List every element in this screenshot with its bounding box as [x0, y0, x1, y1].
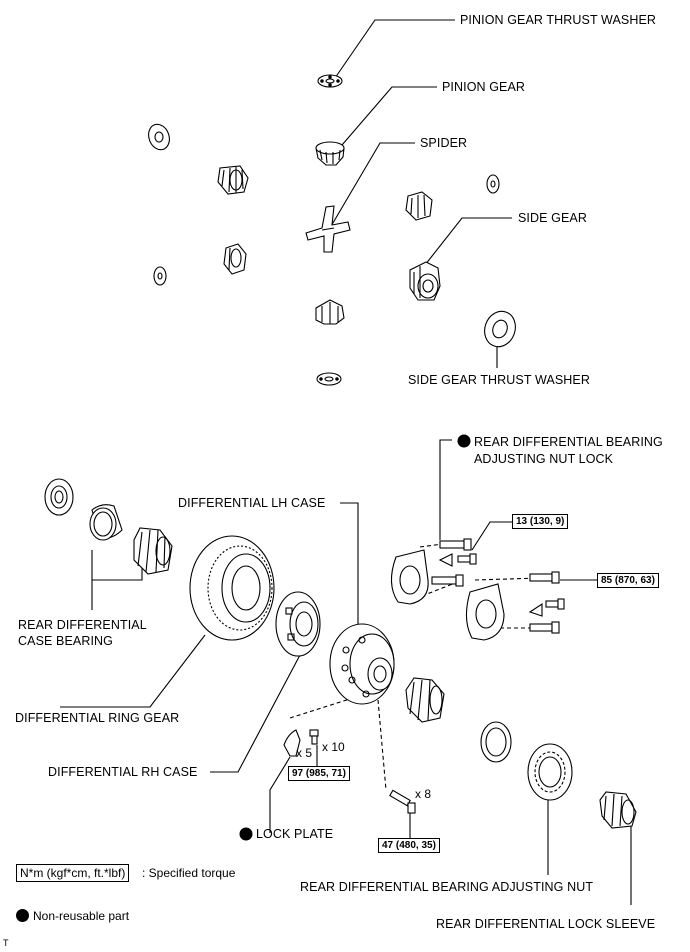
leader-pinion-gear	[341, 86, 437, 146]
label-differential-rh-case: DIFFERENTIAL RH CASE	[48, 765, 198, 779]
bolt-cap-3	[529, 571, 560, 584]
label-pinion-gear: PINION GEAR	[442, 80, 526, 94]
pinion-gear-right	[405, 191, 433, 221]
qty-x8: x 8	[415, 787, 432, 801]
case-bearing-cup-lower	[480, 721, 512, 763]
side-gear-thrust-washer	[484, 310, 516, 348]
label-side-gear: SIDE GEAR	[518, 211, 587, 225]
pinion-gear-bottom	[315, 299, 345, 325]
side-thrust-washer-left	[153, 266, 167, 286]
pinion-gear-left	[217, 165, 249, 195]
bolt-cap-2	[431, 574, 464, 587]
corner-mark: T	[3, 938, 9, 948]
torque-85: 85 (870, 63)	[597, 573, 659, 588]
legend-dot-icon	[16, 909, 29, 922]
case-bolt	[389, 789, 416, 814]
label-case-bearing: REAR DIFFERENTIAL	[18, 618, 147, 632]
lock-sleeve	[599, 791, 637, 829]
leader-case-bearing	[91, 560, 143, 610]
lh-case	[329, 623, 395, 705]
pinion-thrust-washer-bottom	[316, 372, 342, 386]
rh-case	[275, 591, 321, 657]
legend-torque-text: : Specified torque	[142, 866, 236, 880]
pinion-thrust-washer-left	[148, 123, 170, 151]
bearing-cap-right	[465, 583, 505, 641]
case-bearing-race	[44, 478, 74, 516]
torque-13: 13 (130, 9)	[512, 514, 569, 529]
spider	[305, 205, 351, 253]
nut-lock-left	[438, 553, 453, 567]
leader-spider	[329, 142, 415, 229]
pinion-thrust-washer-right	[486, 174, 500, 194]
label-lock-plate: LOCK PLATE	[256, 827, 334, 841]
label-spider: SPIDER	[420, 136, 468, 150]
ring-gear	[189, 535, 275, 641]
small-bolt-1	[457, 553, 477, 565]
label-pinion-gear-thrust-washer: PINION GEAR THRUST WASHER	[460, 13, 657, 27]
bolt-cap-1	[439, 538, 472, 551]
case-bearing-cup	[89, 504, 123, 541]
case-bearing-cone	[133, 527, 173, 575]
qty-x5: x 5	[296, 746, 313, 760]
leader-nut-lock	[439, 439, 452, 540]
label-differential-ring-gear: DIFFERENTIAL RING GEAR	[15, 711, 180, 725]
legend-torque-box: N*m (kgf*cm, ft.*lbf)	[16, 864, 130, 882]
leader-lock-plate	[269, 756, 291, 833]
label-lock-sleeve: REAR DIFFERENTIAL LOCK SLEEVE	[436, 917, 656, 931]
legend-non-reusable: Non-reusable part	[16, 909, 129, 923]
label-differential-lh-case: DIFFERENTIAL LH CASE	[178, 496, 326, 510]
torque-97: 97 (985, 71)	[288, 766, 350, 781]
small-bolt-2	[545, 598, 565, 610]
non-reusable-dot-nut-lock	[457, 434, 471, 448]
label-side-gear-thrust-washer: SIDE GEAR THRUST WASHER	[408, 373, 590, 387]
leader-t13	[471, 521, 512, 551]
legend-non-reusable-text: Non-reusable part	[33, 909, 130, 923]
side-gear-left	[223, 243, 247, 275]
bolt-cap-4	[529, 621, 560, 634]
qty-x10: x 10	[322, 740, 345, 754]
torque-47: 47 (480, 35)	[378, 838, 440, 853]
side-gear-right	[409, 261, 441, 301]
label-adjusting-nut: REAR DIFFERENTIAL BEARING ADJUSTING NUT	[300, 880, 594, 894]
case-bearing-cone-lower	[405, 677, 445, 723]
lock-plate	[283, 729, 301, 757]
label-nut-lock: REAR DIFFERENTIAL BEARING	[474, 435, 663, 449]
leader-pinion-thrust-washer	[334, 19, 455, 79]
pinion-gear-top	[315, 141, 345, 166]
bearing-cap-left	[390, 549, 429, 605]
label-nut-lock-2: ADJUSTING NUT LOCK	[474, 452, 614, 466]
nut-lock-right	[528, 602, 543, 617]
leader-side-gear	[424, 217, 512, 266]
leader-rh-case	[210, 654, 301, 773]
lock-plate-bolt	[309, 729, 319, 745]
leader-ring-gear	[60, 634, 206, 708]
adjusting-nut	[527, 743, 573, 801]
leader-lh-case	[340, 502, 359, 640]
non-reusable-dot-lock-plate	[239, 827, 253, 841]
pinion-thrust-washer-top	[317, 74, 343, 88]
label-case-bearing-2: CASE BEARING	[18, 634, 113, 648]
